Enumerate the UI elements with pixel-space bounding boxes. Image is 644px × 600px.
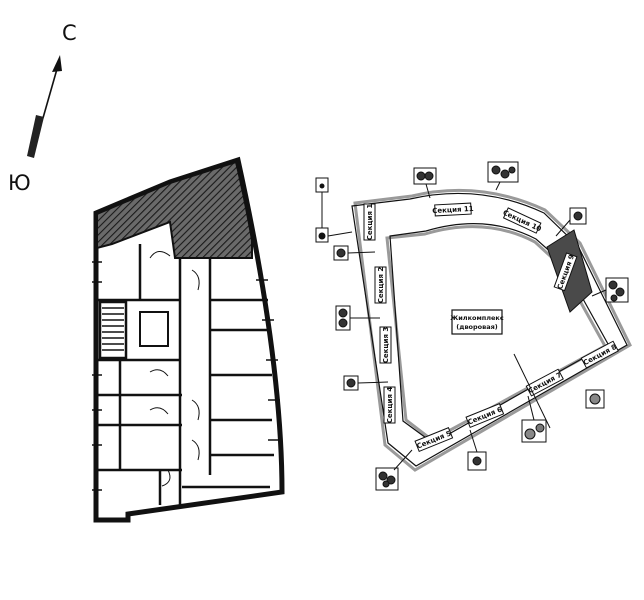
compass-south-label: Ю	[8, 171, 31, 195]
compass-north-label: С	[62, 21, 77, 45]
section-label-11: Секция 11	[432, 202, 474, 217]
svg-text:Секция 11: Секция 11	[432, 205, 474, 215]
entrance-markers	[315, 161, 629, 491]
floor-plan	[92, 156, 285, 523]
site-plan: Секция 1 Секция 2 Секция 3 Секция 4 Секц…	[315, 161, 632, 491]
building-outline-outer	[351, 192, 628, 467]
window-marks-right	[256, 279, 280, 441]
north-arrowhead-icon	[52, 55, 62, 72]
courtyard-label: Жилкомплекс (дворовая)	[450, 309, 504, 335]
building-ring-inner	[385, 225, 608, 442]
svg-text:Жилкомплекс: Жилкомплекс	[450, 314, 504, 322]
stair-core	[98, 300, 169, 360]
building-ring-outer	[353, 188, 632, 472]
interior-walls	[97, 244, 274, 505]
hatched-zone	[96, 160, 253, 259]
section-label-4: Секция 4	[383, 386, 396, 424]
section-label-1: Секция 1	[363, 203, 376, 241]
svg-text:Секция 3: Секция 3	[382, 327, 390, 364]
section-label-2: Секция 2	[374, 266, 387, 304]
compass-needle-south	[27, 115, 44, 158]
door-swings	[149, 251, 200, 487]
compass: С Ю	[8, 21, 77, 195]
section-label-3: Секция 3	[379, 326, 392, 364]
svg-text:(дворовая): (дворовая)	[456, 323, 498, 331]
svg-text:Секция 1: Секция 1	[366, 204, 374, 241]
window-marks-left	[92, 261, 102, 491]
svg-text:Секция 2: Секция 2	[377, 267, 385, 304]
building-outline-inner	[389, 223, 609, 444]
svg-text:Секция 4: Секция 4	[386, 387, 394, 424]
section-label-6: Секция 6	[465, 403, 505, 429]
